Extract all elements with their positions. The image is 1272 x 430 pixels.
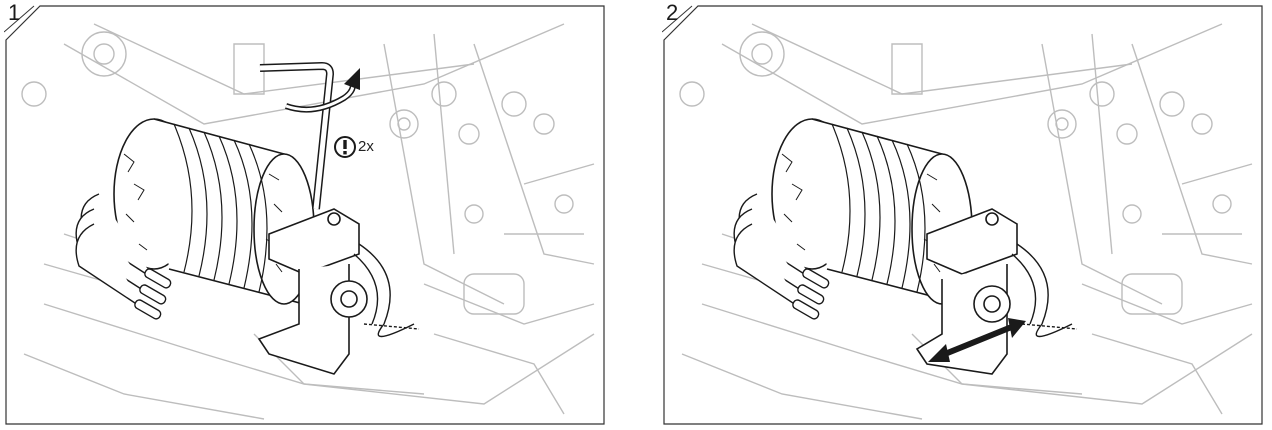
motor-mount xyxy=(257,208,368,375)
spur-gear xyxy=(353,243,420,338)
motor-mount xyxy=(915,208,1018,375)
double-arrow-icon xyxy=(928,318,1026,362)
spur-gear xyxy=(1011,243,1078,338)
step-2-illustration xyxy=(662,5,1263,425)
motor xyxy=(771,118,973,306)
step-2-panel: 2 xyxy=(662,0,1268,428)
hex-key-icon xyxy=(259,62,334,210)
frame xyxy=(5,5,605,425)
exclamation-circle-icon xyxy=(334,136,356,158)
repeat-count-label: 2x xyxy=(358,138,374,155)
motor-wires xyxy=(733,193,830,320)
frame xyxy=(663,5,1263,425)
rotation-arrow-icon xyxy=(284,68,360,113)
motor xyxy=(113,118,315,306)
step-number: 1 xyxy=(8,0,21,25)
motor-wires xyxy=(75,193,172,320)
step-1-panel: 1 2x xyxy=(4,0,610,428)
step-1-illustration xyxy=(4,5,605,425)
chassis-background xyxy=(21,23,595,420)
step-number: 2 xyxy=(666,0,679,25)
